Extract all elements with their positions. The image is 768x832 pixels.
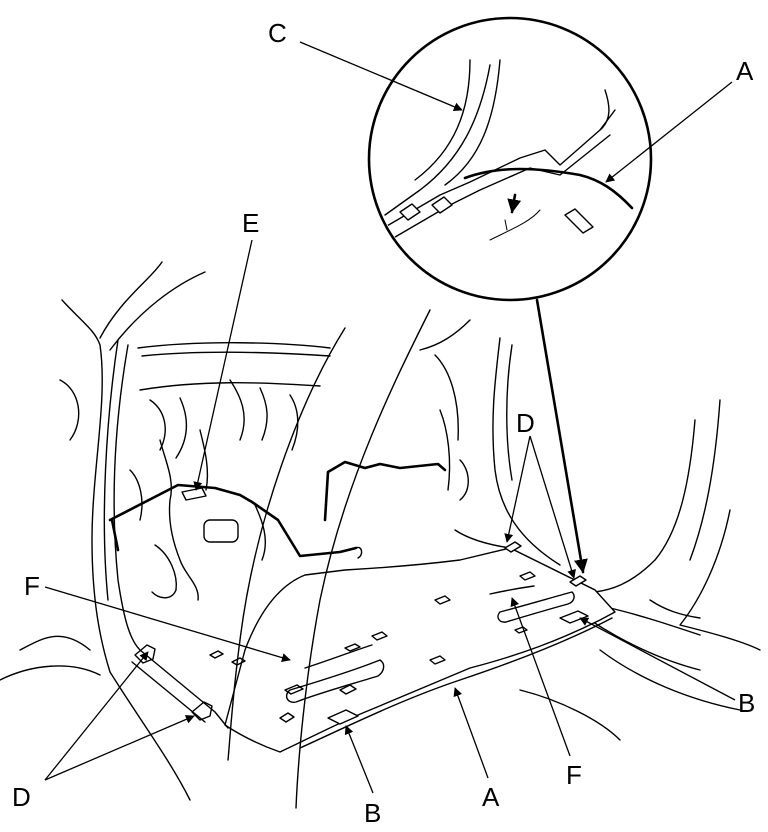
leader-b-right — [579, 617, 736, 701]
detail-hook — [399, 196, 453, 221]
leader-d-right-1 — [504, 435, 531, 543]
leader-b-bottom — [344, 725, 374, 794]
callout-labels: C A E D F B F D A B — [12, 18, 755, 828]
right-side-panel — [419, 319, 471, 441]
leader-d-left-1 — [44, 651, 149, 781]
carpet-slot-left — [285, 659, 385, 703]
leader-a-detail — [605, 81, 733, 183]
callout-f-right: F — [566, 760, 582, 790]
callout-b-right: B — [738, 688, 755, 718]
leader-f-left — [44, 586, 291, 662]
leader-e — [193, 239, 253, 491]
carpet-clips — [209, 571, 536, 723]
floor-carpet — [224, 547, 616, 753]
carpet-slot-right — [497, 591, 575, 623]
door-sill-hook-lower — [191, 701, 213, 721]
detail-connector-arrow — [535, 298, 588, 574]
vehicle-interior — [0, 261, 761, 809]
callout-d-right: D — [516, 408, 535, 438]
front-trim-arc-left — [227, 327, 346, 761]
callout-b-bottom: B — [364, 798, 381, 828]
left-pillar-inner — [99, 261, 206, 351]
detail-carpet-edge — [463, 167, 634, 210]
seat-outline — [159, 439, 199, 601]
detail-panel — [379, 109, 616, 231]
clip-b-right — [559, 610, 589, 624]
wire-harness — [108, 483, 358, 558]
right-sill-hook-front — [569, 575, 587, 587]
leader-c — [299, 41, 463, 112]
callout-d-left: D — [12, 782, 31, 812]
callout-f-left: F — [24, 571, 40, 601]
front-trim-arc-right — [295, 309, 431, 809]
left-rear-pillar — [61, 299, 191, 801]
detail-inset — [367, 16, 653, 302]
rear-wall-top — [137, 342, 331, 349]
leader-lines — [44, 41, 736, 794]
detail-push-arrow — [507, 193, 522, 214]
leader-d-right-2 — [529, 435, 576, 579]
harness-clip-e — [181, 487, 207, 501]
callout-e: E — [242, 208, 259, 238]
leader-a-bottom — [453, 687, 489, 779]
callout-a-bottom: A — [482, 782, 500, 812]
detail-pillar-c — [384, 59, 501, 216]
clip-b-bottom — [327, 709, 359, 725]
callout-a-detail: A — [736, 56, 754, 86]
right-sill-hook-rear — [504, 541, 522, 553]
leader-f-right — [510, 597, 571, 757]
callout-c: C — [268, 18, 287, 48]
leader-d-left-2 — [44, 715, 195, 781]
